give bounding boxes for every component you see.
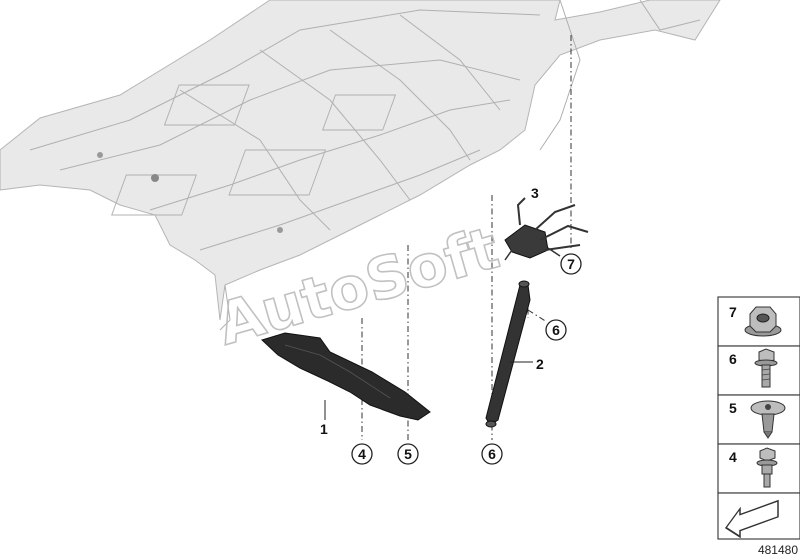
callout-circle-6-side-label: 6 bbox=[552, 322, 560, 338]
direction-arrow-icon bbox=[724, 499, 779, 539]
collar-bolt-icon bbox=[756, 447, 778, 488]
flange-nut-icon bbox=[744, 306, 782, 337]
callout-part-2: 2 bbox=[536, 356, 544, 372]
callout-part-3: 3 bbox=[531, 185, 539, 201]
strut-brace-part bbox=[485, 280, 533, 428]
fastener-legend: 7 6 5 4 bbox=[717, 296, 800, 540]
callout-circle-6-side: 6 bbox=[545, 319, 567, 341]
diagram-number: 481480 bbox=[758, 543, 798, 557]
callout-circle-5: 5 bbox=[397, 443, 419, 465]
expanding-rivet-icon bbox=[750, 400, 786, 439]
callout-circle-7: 7 bbox=[560, 253, 582, 275]
legend-item-5-number: 5 bbox=[729, 400, 737, 416]
callout-circle-7-label: 7 bbox=[567, 256, 575, 272]
underbody-panel-part bbox=[261, 332, 431, 421]
callout-circle-4: 4 bbox=[351, 443, 373, 465]
legend-item-4-number: 4 bbox=[729, 449, 737, 465]
callout-part-1: 1 bbox=[320, 421, 328, 437]
bracket-part bbox=[504, 197, 589, 261]
callout-circle-6-bottom-label: 6 bbox=[488, 446, 496, 462]
vehicle-underbody bbox=[0, 0, 721, 331]
callout-circle-6-bottom: 6 bbox=[481, 443, 503, 465]
legend-item-7-number: 7 bbox=[729, 304, 737, 320]
hex-bolt-icon bbox=[754, 348, 778, 388]
callout-circle-4-label: 4 bbox=[358, 446, 366, 462]
legend-item-6-number: 6 bbox=[729, 351, 737, 367]
callout-circle-5-label: 5 bbox=[404, 446, 412, 462]
